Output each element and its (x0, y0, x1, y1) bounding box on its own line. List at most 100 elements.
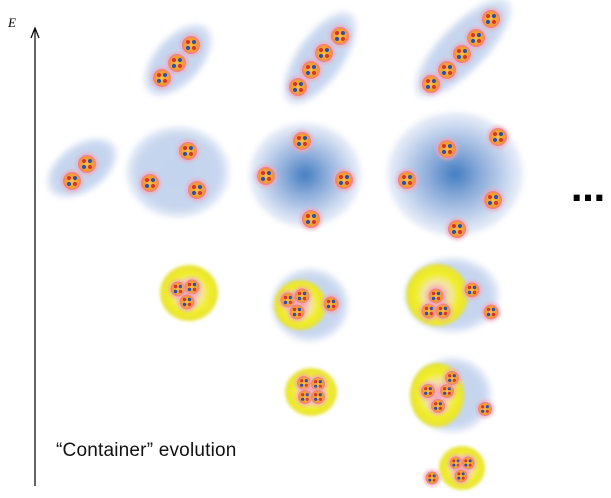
energy-axis-arrowhead-icon (30, 26, 40, 39)
proton-dot (470, 32, 476, 38)
neutron-dot (187, 297, 192, 302)
proton-dot (452, 459, 456, 463)
nucleon-cluster-icon (299, 207, 323, 231)
proton-dot (443, 311, 448, 316)
neutron-dot (407, 174, 413, 180)
nucleon-cluster-icon (286, 75, 310, 99)
neutron-dot (470, 38, 476, 44)
neutron-dot (441, 70, 447, 76)
neutron-dot (331, 299, 336, 304)
neutron-dot (297, 296, 302, 301)
proton-dot (436, 296, 441, 301)
proton-dot (305, 64, 311, 70)
neutron-dot (318, 380, 322, 384)
neutron-dot (318, 53, 324, 59)
proton-dot (292, 81, 298, 87)
neutron-dot (451, 229, 457, 235)
proton-dot (188, 151, 194, 157)
nucleon-cluster-icon (299, 58, 323, 82)
neutron-dot (429, 306, 434, 311)
neutron-dot (492, 137, 498, 143)
proton-dot (447, 391, 451, 395)
nucleon-cluster-icon (450, 42, 474, 66)
proton-dot (434, 402, 438, 406)
neutron-dot (178, 284, 183, 289)
neutron-dot (436, 291, 441, 296)
nucleon-cluster-icon (419, 72, 443, 96)
neutron-dot (298, 81, 304, 87)
proton-dot (424, 387, 428, 391)
proton-dot (318, 384, 322, 388)
neutron-dot (456, 459, 460, 463)
proton-dot (144, 177, 150, 183)
nucleon-cluster-icon (292, 286, 312, 306)
neutron-dot (156, 78, 162, 84)
neutron-dot (434, 406, 438, 410)
proton-dot (432, 478, 436, 482)
nucleon-cluster-icon (150, 66, 174, 90)
neutron-dot (431, 78, 437, 84)
neutron-dot (187, 287, 192, 292)
neutron-dot (188, 145, 194, 151)
neutron-dot (191, 190, 197, 196)
neutron-dot (314, 384, 318, 388)
proton-dot (260, 170, 266, 176)
neutron-dot (334, 36, 340, 42)
neutron-dot (338, 180, 344, 186)
neutron-dot (498, 131, 504, 137)
neutron-dot (457, 223, 463, 229)
neutron-dot (305, 219, 311, 225)
neutron-dot (461, 472, 465, 476)
neutron-dot (162, 72, 168, 78)
proton-dot (191, 45, 197, 51)
neutron-dot (81, 164, 87, 170)
neutron-dot (340, 30, 346, 36)
proton-dot (288, 300, 293, 305)
neutron-dot (297, 307, 302, 312)
neutron-dot (443, 306, 448, 311)
proton-dot (304, 383, 308, 387)
nucleon-cluster-icon (395, 168, 419, 192)
proton-dot (182, 297, 187, 302)
proton-dot (452, 378, 456, 382)
neutron-dot (283, 300, 288, 305)
proton-dot (318, 47, 324, 53)
proton-dot (283, 295, 288, 300)
proton-dot (314, 393, 318, 397)
neutron-dot (438, 311, 443, 316)
neutron-dot (300, 383, 304, 387)
proton-dot (485, 13, 491, 19)
nucleon-cluster-icon (435, 137, 459, 161)
proton-dot (457, 472, 461, 476)
proton-dot (431, 84, 437, 90)
proton-dot (492, 131, 498, 137)
container-cloud-icon (126, 126, 230, 218)
neutron-dot (302, 135, 308, 141)
neutron-dot (326, 304, 331, 309)
proton-dot (401, 174, 407, 180)
proton-dot (407, 180, 413, 186)
neutron-dot (171, 63, 177, 69)
proton-dot (326, 299, 331, 304)
nucleon-cluster-icon (60, 169, 84, 193)
proton-dot (441, 64, 447, 70)
neutron-dot (296, 141, 302, 147)
neutron-dot (456, 54, 462, 60)
proton-dot (185, 39, 191, 45)
neutron-dot (311, 64, 317, 70)
proton-dot (298, 87, 304, 93)
nucleon-cluster-icon (165, 51, 189, 75)
proton-dot (472, 290, 477, 295)
nucleon-cluster-icon (177, 292, 197, 312)
neutron-dot (468, 459, 472, 463)
proton-dot (305, 213, 311, 219)
nucleon-cluster-icon (185, 178, 209, 202)
proton-dot (467, 285, 472, 290)
proton-dot (81, 158, 87, 164)
proton-dot (72, 181, 78, 187)
neutron-dot (292, 87, 298, 93)
proton-dot (318, 397, 322, 401)
proton-dot (314, 380, 318, 384)
nucleon-cluster-icon (75, 152, 99, 176)
